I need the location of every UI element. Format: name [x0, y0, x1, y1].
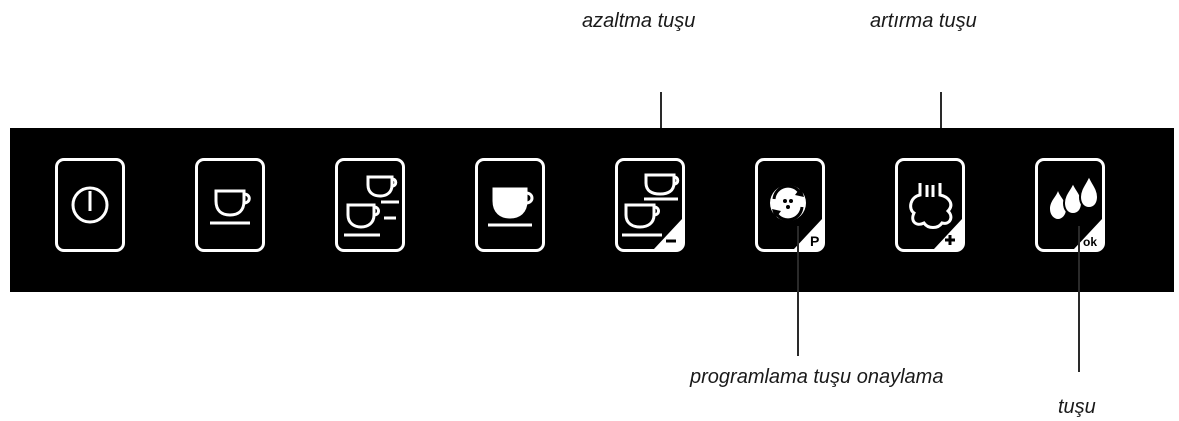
decrease-cups-icon: [622, 173, 682, 249]
programming-key-label: programlama tuşu onaylama: [690, 366, 944, 388]
confirm-leader-line: [1078, 226, 1080, 372]
double-cup-key[interactable]: [335, 158, 405, 252]
power-icon: [71, 186, 109, 224]
control-panel: [10, 128, 1174, 292]
p-symbol: P: [810, 233, 819, 249]
ok-symbol: ok: [1083, 235, 1097, 249]
increase-key-label: artırma tuşu: [870, 10, 977, 32]
single-cup-key[interactable]: [195, 158, 265, 252]
double-cup-icon: [344, 175, 399, 237]
rinse-cycle-icon: P: [770, 184, 822, 249]
large-cup-icon: [488, 187, 534, 227]
increase-key[interactable]: [895, 158, 965, 252]
programming-key[interactable]: P: [755, 158, 825, 252]
single-cup-icon: [210, 189, 251, 225]
programming-leader-line: [797, 226, 799, 356]
power-key[interactable]: [55, 158, 125, 252]
large-cup-key[interactable]: [475, 158, 545, 252]
decrease-key[interactable]: [615, 158, 685, 252]
water-drops-icon: ok: [1050, 171, 1102, 249]
confirm-key[interactable]: ok: [1035, 158, 1105, 252]
confirm-key-label: tuşu: [1058, 396, 1096, 418]
steam-nozzle-icon: [909, 183, 962, 249]
decrease-key-label: azaltma tuşu: [582, 10, 696, 32]
